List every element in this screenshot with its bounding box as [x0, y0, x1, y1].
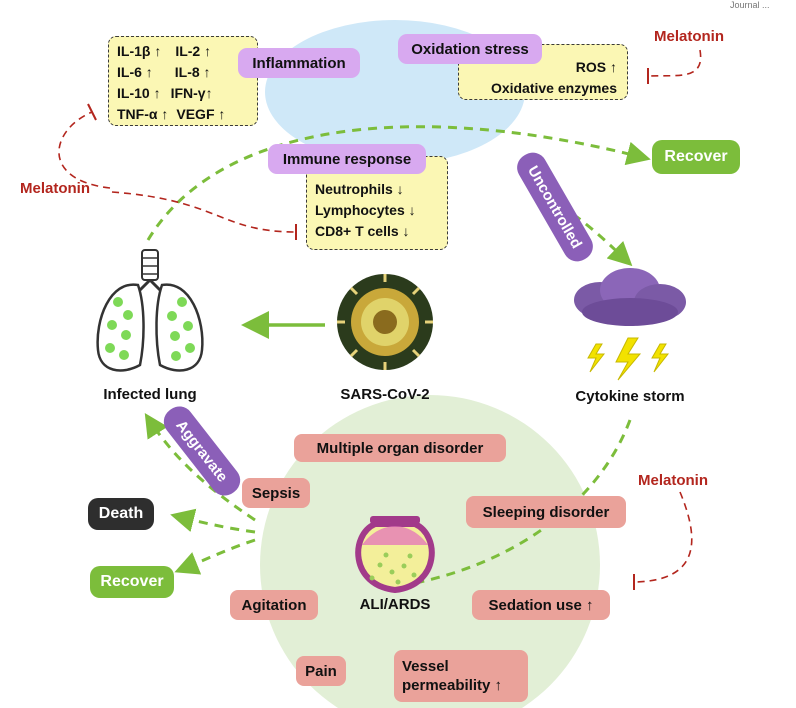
melatonin-label-top-right: Melatonin	[654, 28, 724, 45]
cytokine-storm-caption: Cytokine storm	[575, 388, 685, 405]
symptom-vessel-line: Vessel	[402, 658, 449, 675]
cytokine-item: IL-6 ↑	[117, 64, 153, 80]
cytokine-item: IFN-γ↑	[170, 85, 213, 101]
oxidation-item: Oxidative enzymes	[490, 80, 617, 96]
storm-cloud-icon	[574, 268, 686, 326]
melatonin-label-left: Melatonin	[20, 180, 90, 197]
arrow-ali-to-lung	[144, 412, 256, 522]
infected-lung-caption: Infected lung	[103, 386, 197, 403]
immune-item: Neutrophils ↓	[315, 181, 404, 197]
melatonin-inhibit-immune	[111, 191, 297, 233]
oxidation-tag: Oxidation stress	[398, 34, 542, 64]
oxidation-item: ROS ↑	[575, 59, 617, 75]
virus-caption: SARS-CoV-2	[340, 386, 430, 403]
cytokine-item: TNF-α ↑	[117, 106, 169, 122]
arrow-to-cytokine-storm	[559, 203, 633, 267]
symptom-vessel-line: permeability ↑	[402, 677, 503, 694]
header-fragment: Journal ...	[730, 0, 770, 10]
melatonin-inhibit-inflammation	[58, 111, 111, 189]
virus-icon	[337, 274, 433, 370]
symptom-sepsis: Sepsis	[242, 478, 310, 508]
lightning-icon	[587, 337, 670, 381]
symptom-pain: Pain	[296, 656, 346, 686]
ali-ards-caption: ALI/ARDS	[359, 596, 431, 613]
recover-badge-top: Recover	[652, 140, 740, 174]
arrow-lung-to-recover	[146, 125, 651, 241]
melatonin-inhibit-sedation	[635, 491, 693, 583]
arrow-ali-to-recover	[174, 538, 256, 575]
recover-badge-bottom: Recover	[90, 566, 174, 598]
immune-item: CD8+ T cells ↓	[315, 223, 410, 239]
cytokine-box: IL-1β ↑ IL-2 ↑ IL-6 ↑ IL-8 ↑ IL-10 ↑ IFN…	[108, 36, 258, 126]
melatonin-label-bottom-right: Melatonin	[638, 472, 708, 489]
arrow-ali-to-death	[170, 508, 256, 534]
symptom-sedation: Sedation use ↑	[472, 590, 610, 620]
cytokine-item: IL-8 ↑	[174, 64, 211, 80]
immune-item: Lymphocytes ↓	[315, 202, 416, 218]
symptom-agitation: Agitation	[230, 590, 318, 620]
lung-icon	[96, 249, 204, 372]
symptom-vessel: Vessel permeability ↑	[394, 650, 528, 702]
death-badge: Death	[88, 498, 154, 530]
cytokine-item: VEGF ↑	[176, 106, 226, 122]
immune-tag: Immune response	[268, 144, 426, 174]
alveolus-icon	[355, 516, 435, 594]
cytokine-item: IL-2 ↑	[175, 43, 212, 59]
melatonin-inhibit-oxidation	[649, 49, 702, 77]
cytokine-item: IL-1β ↑	[117, 43, 162, 59]
symptom-sleeping: Sleeping disorder	[466, 496, 626, 528]
symptom-multiple-organ: Multiple organ disorder	[294, 434, 506, 462]
cytokine-item: IL-10 ↑	[117, 85, 161, 101]
inflammation-tag: Inflammation	[238, 48, 360, 78]
